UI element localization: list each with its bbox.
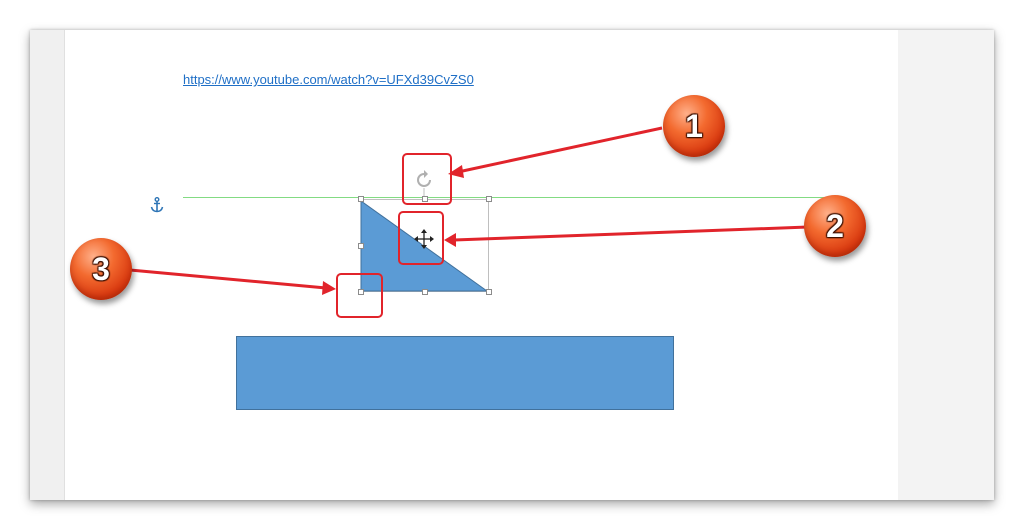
callout-number: 1 [685, 107, 703, 144]
callout-badge-1: 1 [663, 95, 725, 157]
resize-handle-bottom-left[interactable] [358, 289, 364, 295]
page-right-margin [898, 30, 994, 500]
callout-number: 2 [826, 207, 844, 244]
callout-badge-2: 2 [804, 195, 866, 257]
callout-badge-3: 3 [70, 238, 132, 300]
highlight-box-1 [402, 153, 452, 205]
arrow-1 [448, 126, 663, 178]
resize-handle-left[interactable] [358, 243, 364, 249]
youtube-link[interactable]: https://www.youtube.com/watch?v=UFXd39Cv… [183, 72, 474, 87]
arrow-3 [129, 268, 336, 295]
highlight-box-3 [336, 273, 383, 318]
rotate-handle-icon[interactable] [417, 170, 431, 187]
document-page[interactable] [64, 30, 898, 500]
resize-handle-top-right[interactable] [486, 196, 492, 202]
resize-handle-bottom[interactable] [422, 289, 428, 295]
callout-number: 3 [92, 250, 110, 287]
resize-handle-bottom-right[interactable] [486, 289, 492, 295]
resize-handle-top[interactable] [422, 196, 428, 202]
move-cursor-icon[interactable] [414, 229, 434, 249]
rectangle-shape[interactable] [236, 336, 674, 410]
anchor-icon[interactable] [148, 196, 166, 214]
page-edge [64, 30, 65, 500]
resize-handle-top-left[interactable] [358, 196, 364, 202]
highlight-box-2 [398, 211, 444, 265]
arrow-2 [444, 225, 809, 247]
alignment-guide-line [183, 197, 838, 198]
